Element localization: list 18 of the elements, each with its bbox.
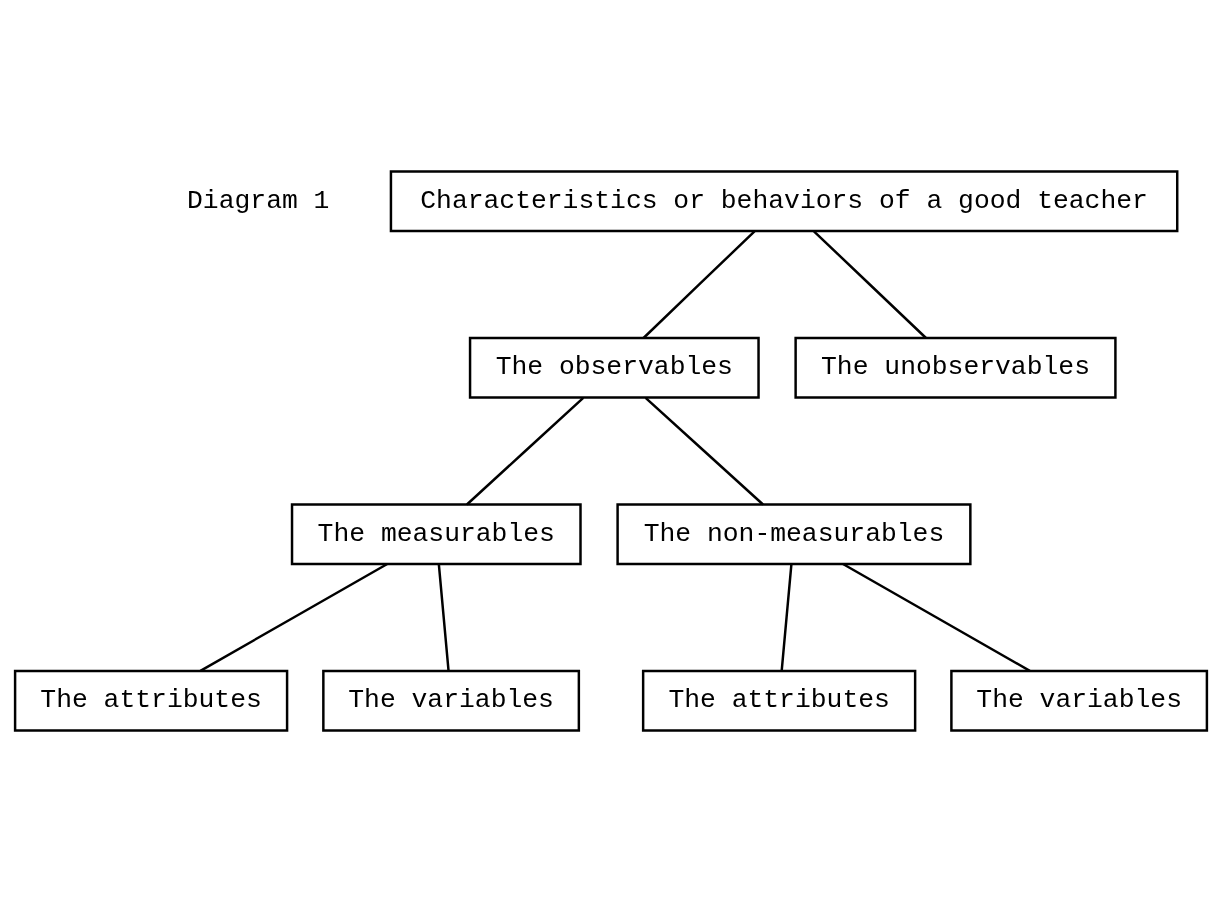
label: Diagram 1 bbox=[187, 185, 330, 216]
node-box: The attributes bbox=[641, 669, 917, 732]
node-box: Characteristics or behaviors of a good teacher bbox=[389, 169, 1179, 232]
connector bbox=[842, 562, 1031, 672]
connector bbox=[437, 563, 450, 671]
node-box: The measurables bbox=[290, 502, 582, 565]
node-box: The unobservables bbox=[794, 336, 1117, 399]
connector bbox=[780, 563, 793, 671]
node-box: The attributes bbox=[13, 669, 289, 732]
connector bbox=[644, 396, 764, 505]
node-box: The variables bbox=[322, 669, 581, 732]
connector bbox=[642, 229, 756, 339]
node-box: The non-measurables bbox=[616, 502, 972, 565]
connector bbox=[466, 396, 585, 505]
connector bbox=[199, 562, 388, 672]
node-box: The observables bbox=[468, 336, 760, 399]
node-box: The variables bbox=[950, 669, 1209, 732]
connector bbox=[813, 229, 927, 339]
